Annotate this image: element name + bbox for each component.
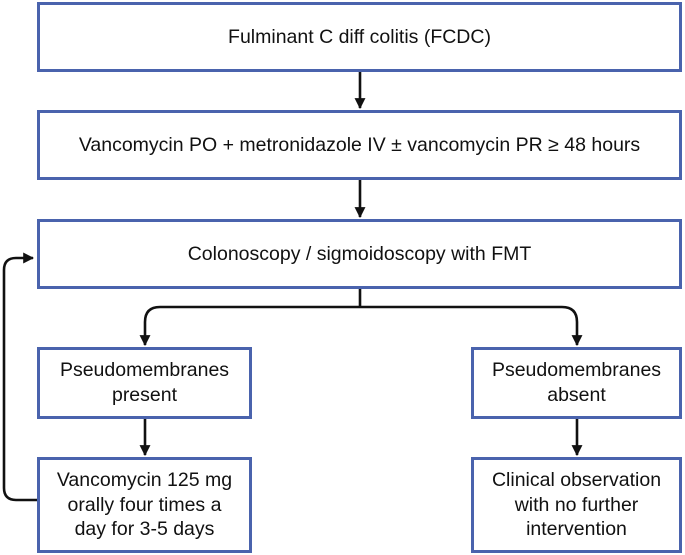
vancomycin-line1: Vancomycin 125 mg — [56, 468, 233, 491]
observation-line3: intervention — [526, 518, 627, 541]
clinical-observation-box: Clinical observation with no further int… — [471, 457, 682, 553]
initial-therapy-box: Vancomycin PO + metronidazole IV ± vanco… — [37, 110, 682, 180]
loop-arrow-back-to-endoscopy — [2, 252, 37, 502]
present-label-line1: Pseudomembranes — [59, 359, 230, 382]
absent-label-line2: absent — [547, 384, 606, 406]
vancomycin-line3: day for 3-5 days — [74, 518, 215, 541]
arrow-endoscopy-to-present — [139, 305, 360, 347]
fcdc-box: Fulminant C diff colitis (FCDC) — [37, 2, 682, 72]
vancomycin-line2: orally four times a — [67, 493, 222, 516]
present-label-line2: present — [111, 384, 178, 406]
endoscopy-label: Colonoscopy / sigmoidoscopy with FMT — [187, 242, 532, 265]
pseudomembranes-present-box: Pseudomembranes present — [37, 347, 252, 419]
initial-therapy-label: Vancomycin PO + metronidazole IV ± vanco… — [78, 133, 641, 156]
observation-line2: with no further — [514, 493, 639, 516]
arrow-endoscopy-to-absent — [360, 305, 583, 347]
endoscopy-box: Colonoscopy / sigmoidoscopy with FMT — [37, 219, 682, 289]
absent-label-line1: Pseudomembranes — [491, 359, 662, 382]
pseudomembranes-absent-box: Pseudomembranes absent — [471, 347, 682, 419]
fcdc-label: Fulminant C diff colitis (FCDC) — [228, 25, 491, 48]
observation-line1: Clinical observation — [491, 468, 662, 491]
vancomycin-regimen-box: Vancomycin 125 mg orally four times a da… — [37, 457, 252, 553]
